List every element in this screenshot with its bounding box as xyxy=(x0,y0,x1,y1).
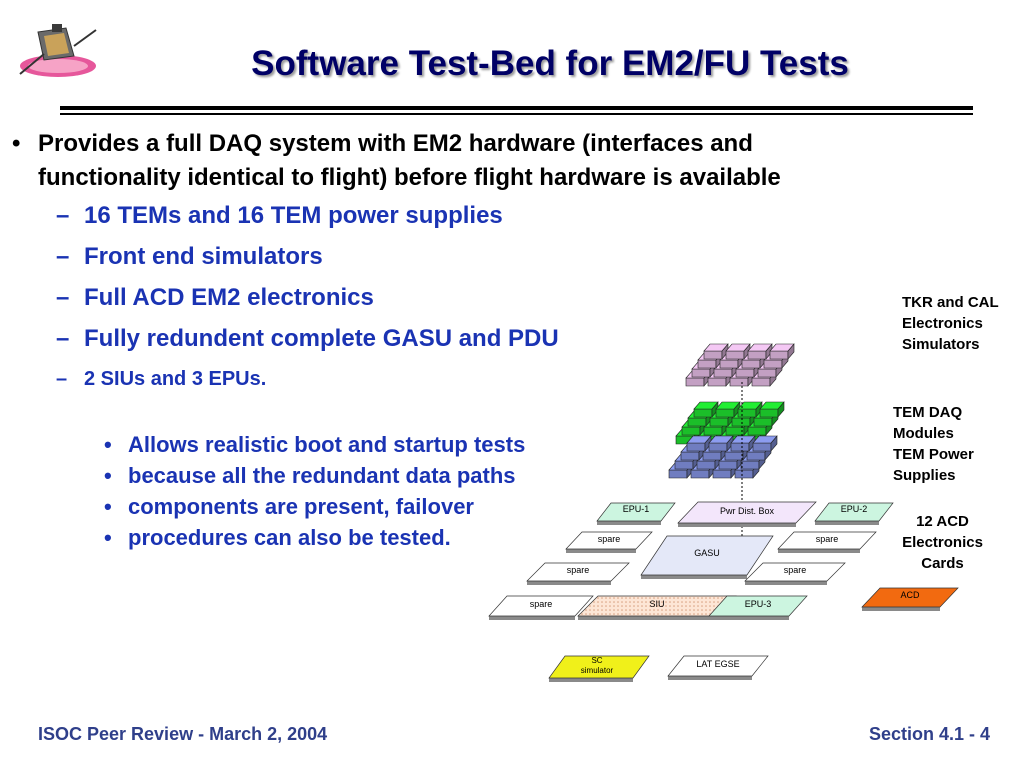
title-rule-thin xyxy=(60,113,973,115)
tkr-cal-simulator-card xyxy=(703,343,729,360)
level3-bullet: •components are present, failover xyxy=(104,494,474,519)
main-bullet-line-1: Provides a full DAQ system with EM2 hard… xyxy=(38,130,753,157)
footer-left: ISOC Peer Review - March 2, 2004 xyxy=(38,724,328,744)
sc-simulator-box xyxy=(548,655,650,682)
lat-egse-box-label: LAT EGSE xyxy=(696,659,739,669)
spare-box-5: spare xyxy=(488,595,594,620)
spare-box-1: spare xyxy=(565,531,653,553)
acd-box: ACD xyxy=(861,587,959,611)
level3-bullet: •because all the redundant data paths xyxy=(104,463,516,488)
tkr-cal-simulator-card xyxy=(769,343,795,360)
spare-box-2-label: spare xyxy=(816,534,839,544)
tem-daq-module xyxy=(715,401,741,418)
tem-power-supply xyxy=(708,435,734,452)
level3-bullet: •procedures can also be tested. xyxy=(104,525,451,550)
siu-box-label: SIU xyxy=(649,599,664,609)
tkr-cal-label: TKR and CAL Electronics Simulators xyxy=(902,294,999,353)
gasu-box: GASU xyxy=(640,535,774,579)
level3-bullet: •Allows realistic boot and startup tests xyxy=(104,432,526,457)
spare-box-1-label: spare xyxy=(598,534,621,544)
sc-simulator-label: SC xyxy=(591,656,602,665)
sc-simulator-label: simulator xyxy=(581,666,614,675)
main-bullet-marker: • xyxy=(12,130,21,157)
spare-box-5-label: spare xyxy=(530,599,553,609)
spare-box-4-label: spare xyxy=(784,565,807,575)
tkr-cal-simulator-card xyxy=(725,343,751,360)
glast-logo-icon xyxy=(19,24,97,77)
tem-power-supply xyxy=(752,435,778,452)
tem-power-grid xyxy=(668,435,778,479)
title-rule xyxy=(60,106,973,110)
main-bullet: Provides a full DAQ system with EM2 hard… xyxy=(38,127,998,195)
page-title: Software Test-Bed for EM2/FU Tests xyxy=(251,44,849,83)
epu3-box-label: EPU-3 xyxy=(745,599,772,609)
pwr-dist-box: Pwr Dist. Box xyxy=(677,501,817,527)
epu2-box-label: EPU-2 xyxy=(841,504,868,514)
pwr-dist-box-label: Pwr Dist. Box xyxy=(720,506,775,516)
spare-box-3-label: spare xyxy=(567,565,590,575)
main-bullet-line-2: functionality identical to flight) befor… xyxy=(38,164,781,191)
acd-box-label: ACD xyxy=(900,590,920,600)
spare-box-4: spare xyxy=(744,562,846,585)
gasu-box-label: GASU xyxy=(694,548,720,558)
tem-power-supply xyxy=(686,435,712,452)
tem-label: TEM DAQ Modules TEM Power Supplies xyxy=(893,404,974,484)
epu1-box: EPU-1 xyxy=(596,502,676,525)
epu2-box: EPU-2 xyxy=(814,502,894,525)
epu3-box: EPU-3 xyxy=(708,595,808,620)
tem-daq-grid xyxy=(675,401,785,445)
spare-box-3: spare xyxy=(526,562,630,585)
acd-label: 12 ACD Electronics Cards xyxy=(902,513,983,572)
tem-daq-module xyxy=(759,401,785,418)
tkr-cal-simulator-grid xyxy=(685,343,795,387)
spare-box-2: spare xyxy=(777,531,877,553)
epu1-box-label: EPU-1 xyxy=(623,504,650,514)
footer-right: Section 4.1 - 4 xyxy=(868,724,990,744)
tem-power-supply xyxy=(730,435,756,452)
lat-egse-box: LAT EGSE xyxy=(667,655,769,680)
